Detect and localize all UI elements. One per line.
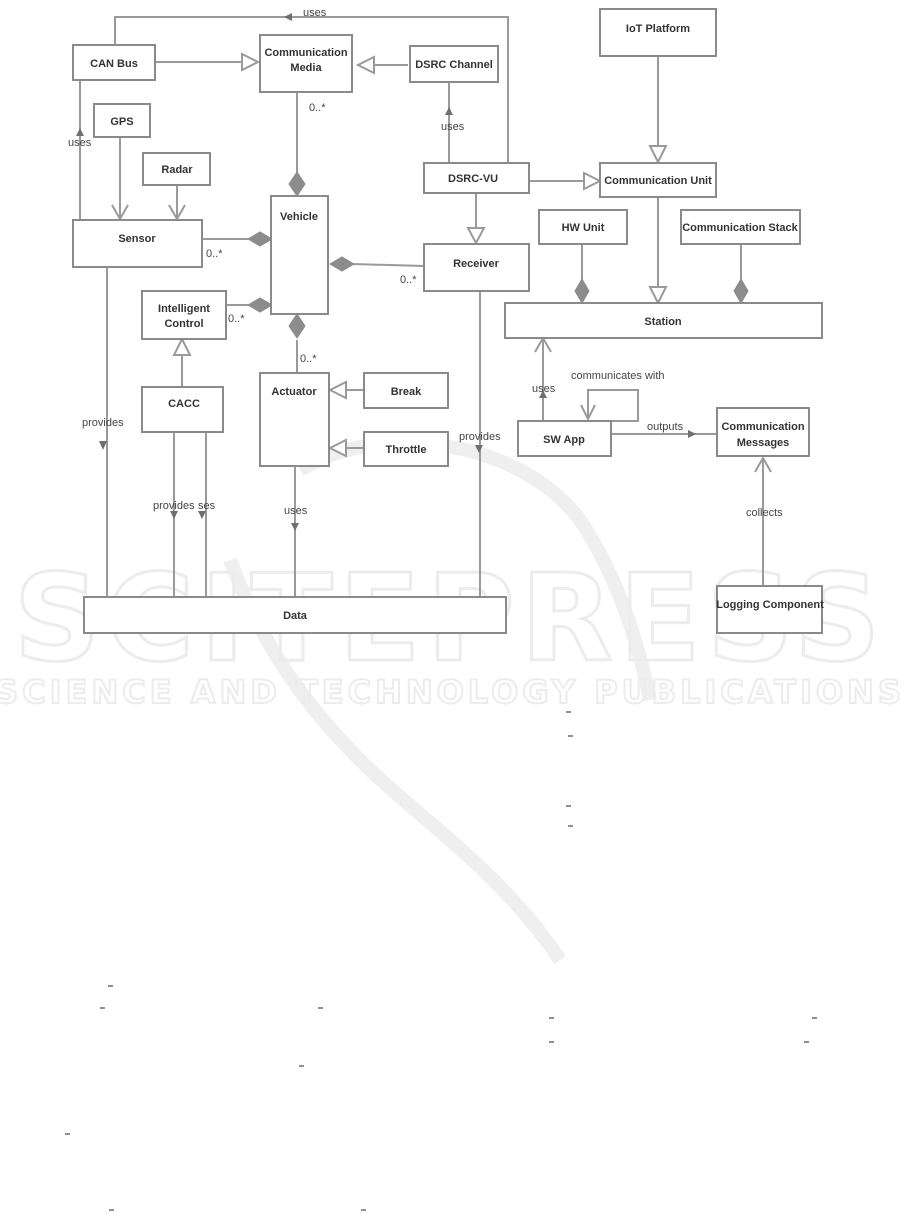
uses-arrow-dsrc — [445, 107, 453, 115]
class-communication-media[interactable]: Communication Media — [259, 34, 353, 93]
svg-text:Station: Station — [644, 316, 682, 328]
svg-text:Sensor: Sensor — [118, 233, 156, 245]
svg-text:Receiver: Receiver — [453, 258, 500, 270]
mult-media: 0..* — [309, 102, 326, 114]
class-intelligent-control[interactable]: Intelligent Control — [141, 290, 227, 340]
class-can-bus[interactable]: CAN Bus — [72, 44, 156, 81]
class-dsrc-channel[interactable]: DSRC Channel — [409, 45, 499, 83]
multiplicities: 0..* 0..* 0..* 0..* 0..* — [206, 102, 417, 365]
svg-text:Radar: Radar — [161, 164, 193, 176]
uses-arrow-can — [76, 128, 84, 136]
class-throttle[interactable]: Throttle — [363, 431, 449, 467]
stray-dash-marks — [65, 711, 817, 1211]
class-gps[interactable]: GPS — [93, 103, 151, 138]
class-dsrc-vu[interactable]: DSRC-VU — [423, 162, 530, 194]
class-logging-component[interactable]: Logging Component — [716, 585, 824, 634]
edges — [76, 13, 772, 597]
svg-text:DSRC-VU: DSRC-VU — [448, 173, 498, 185]
label-communicates-with: communicates with — [571, 370, 665, 382]
svg-text:Logging Component: Logging Component — [716, 599, 824, 611]
class-actuator[interactable]: Actuator — [259, 372, 330, 467]
svg-text:Break: Break — [391, 386, 422, 398]
label-collects: collects — [746, 507, 783, 519]
svg-text:Communication Stack: Communication Stack — [682, 222, 798, 234]
class-station[interactable]: Station — [504, 302, 823, 339]
svg-text:Actuator: Actuator — [271, 386, 317, 398]
svg-text:HW Unit: HW Unit — [562, 222, 605, 234]
svg-text:Throttle: Throttle — [386, 444, 427, 456]
svg-text:DSRC Channel: DSRC Channel — [415, 59, 493, 71]
mult-sensor: 0..* — [206, 248, 223, 260]
edge-labels: uses uses uses uses uses communicates wi… — [68, 7, 783, 519]
class-radar[interactable]: Radar — [142, 152, 211, 186]
label-provides-receiver: provides — [459, 431, 501, 443]
label-provides-sensor: provides — [82, 417, 124, 429]
class-break[interactable]: Break — [363, 372, 449, 409]
svg-text:GPS: GPS — [110, 116, 133, 128]
svg-text:Vehicle: Vehicle — [280, 211, 318, 223]
class-hw-unit[interactable]: HW Unit — [538, 209, 628, 245]
class-communication-stack[interactable]: Communication Stack — [680, 209, 801, 245]
class-iot-platform[interactable]: IoT Platform — [599, 8, 717, 57]
class-boxes: CAN Bus Communication Media DSRC Channel… — [72, 8, 824, 634]
label-ses-cacc: ses — [198, 500, 216, 512]
label-uses-station: uses — [532, 383, 556, 395]
class-receiver[interactable]: Receiver — [423, 243, 530, 292]
svg-text:CACC: CACC — [168, 398, 200, 410]
svg-text:Communication: Communication — [721, 421, 804, 433]
label-uses-dsrc: uses — [441, 121, 465, 133]
class-data[interactable]: Data — [83, 596, 507, 634]
svg-text:CAN Bus: CAN Bus — [90, 58, 138, 70]
class-communication-messages[interactable]: Communication Messages — [716, 407, 810, 457]
label-uses-actuator: uses — [284, 505, 308, 517]
class-sw-app[interactable]: SW App — [517, 420, 612, 457]
label-outputs: outputs — [647, 421, 684, 433]
mult-control: 0..* — [228, 313, 245, 325]
watermark-sub: SCIENCE AND TECHNOLOGY PUBLICATIONS — [0, 673, 901, 711]
label-uses-can: uses — [68, 137, 92, 149]
class-vehicle[interactable]: Vehicle — [270, 195, 329, 315]
generalization-head — [355, 55, 375, 75]
class-cacc[interactable]: CACC — [141, 386, 224, 433]
label-provides-cacc: provides — [153, 500, 195, 512]
svg-text:Media: Media — [290, 62, 322, 74]
class-sensor[interactable]: Sensor — [72, 219, 203, 268]
class-communication-unit[interactable]: Communication Unit — [599, 162, 717, 198]
label-uses-top: uses — [303, 7, 327, 19]
mult-actuator: 0..* — [300, 353, 317, 365]
mult-receiver: 0..* — [400, 274, 417, 286]
watermark: SCITEPRESS SCIENCE AND TECHNOLOGY PUBLIC… — [0, 435, 901, 964]
svg-text:IoT Platform: IoT Platform — [626, 23, 690, 35]
svg-text:Communication Unit: Communication Unit — [604, 175, 712, 187]
uses-arrow-top — [284, 13, 292, 21]
svg-text:Control: Control — [164, 318, 203, 330]
svg-text:Messages: Messages — [737, 437, 790, 449]
svg-text:Data: Data — [283, 610, 308, 622]
generalization-head — [241, 52, 261, 72]
svg-text:Communication: Communication — [264, 47, 347, 59]
svg-text:Intelligent: Intelligent — [158, 303, 210, 315]
svg-text:SW App: SW App — [543, 434, 585, 446]
